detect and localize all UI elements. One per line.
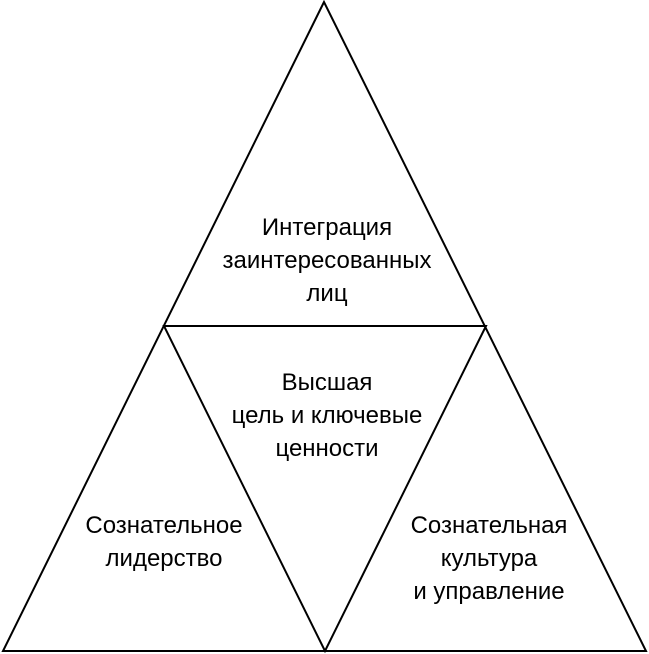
segment-center-line-2: цель и ключевые xyxy=(231,402,423,429)
segment-left-line-2: лидерство xyxy=(105,545,223,572)
segment-top-line-2: заинтересованных xyxy=(222,247,432,274)
segment-center-line-1: Высшая xyxy=(281,369,373,396)
inner-inverted-triangle xyxy=(162,325,488,654)
segment-left-label: Сознательное лидерство xyxy=(85,509,242,575)
segment-top-line-1: Интеграция xyxy=(261,214,393,241)
segment-right-label: Сознательная культура и управление xyxy=(411,509,568,608)
segment-left-line-1: Сознательное xyxy=(85,512,243,539)
segment-top-label: Интеграция заинтересованных лиц xyxy=(223,211,432,310)
segment-right-line-1: Сознательная xyxy=(410,512,568,539)
segment-center-label: Высшая цель и ключевые ценности xyxy=(232,366,423,465)
segment-top-line-3: лиц xyxy=(306,280,348,307)
segment-center-line-3: ценности xyxy=(275,435,379,462)
segment-right-line-2: культура xyxy=(440,545,538,572)
segment-right-line-3: и управление xyxy=(413,578,565,605)
